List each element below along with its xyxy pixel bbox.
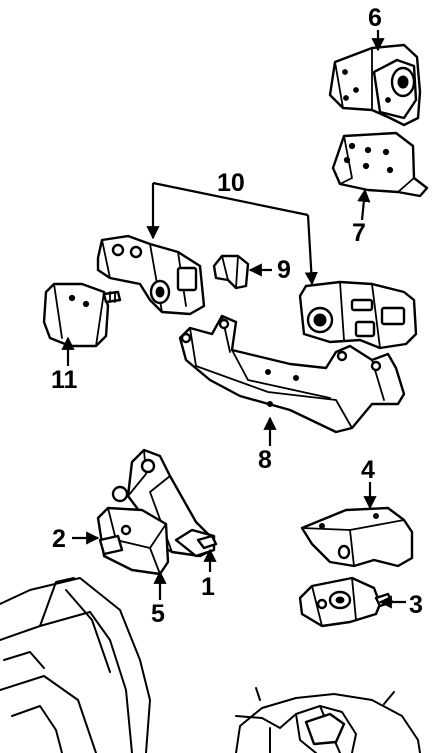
- frame-rail-bottom: [235, 687, 421, 753]
- part-3-transmission-mount: [298, 576, 394, 628]
- callout-1: 1: [201, 573, 215, 601]
- callout-2: 2: [52, 525, 66, 553]
- leader-10-bar: [152, 181, 309, 217]
- callout-5: 5: [151, 600, 165, 628]
- frame-rail-left: [0, 577, 151, 753]
- part-10-right-bracket: [298, 280, 418, 350]
- callout-9: 9: [277, 256, 291, 284]
- callout-6: 6: [368, 4, 382, 32]
- part-9-insulator: [212, 254, 250, 290]
- part-5-mount-insulator: [96, 506, 170, 576]
- leader-10-right: [304, 214, 318, 286]
- callout-11: 11: [51, 366, 78, 394]
- leader-7: [357, 188, 371, 221]
- part-4-plate-bracket: [300, 506, 414, 568]
- callout-4: 4: [361, 456, 375, 484]
- callout-3: 3: [409, 591, 423, 619]
- part-10-left-bracket: [96, 234, 206, 316]
- part-8-crossmember: [178, 314, 406, 434]
- part-7-bracket-plate: [331, 131, 429, 198]
- callout-10: 10: [217, 169, 245, 197]
- part-6-engine-mount: [328, 43, 422, 127]
- callout-7: 7: [352, 219, 366, 247]
- callout-8: 8: [258, 446, 272, 474]
- part-11-side-bracket: [42, 282, 122, 348]
